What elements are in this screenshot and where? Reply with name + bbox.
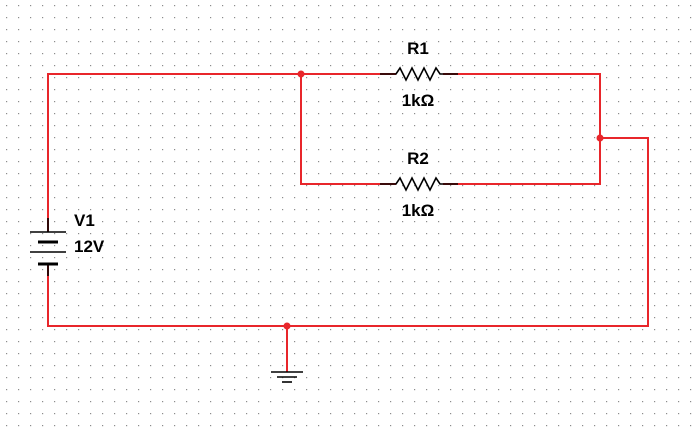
r1-value-label: 1kΩ: [402, 91, 435, 110]
r2-ref-label: R2: [407, 149, 429, 168]
junctions: [283, 70, 604, 330]
v1-ref-label: V1: [74, 211, 95, 230]
resistor-r2[interactable]: R2 1kΩ: [380, 149, 458, 220]
junction-dot[interactable]: [297, 70, 305, 78]
battery-icon: [30, 218, 66, 276]
v1-value-label: 12V: [74, 237, 105, 256]
ground-icon: [271, 371, 303, 383]
resistor-icon: [380, 66, 458, 82]
wire-top-left[interactable]: [47, 73, 396, 232]
grid-dots: [6, 5, 692, 427]
resistor-r1[interactable]: R1 1kΩ: [380, 39, 458, 110]
junction-dot[interactable]: [283, 322, 291, 330]
r1-ref-label: R1: [407, 39, 429, 58]
wire-right-loop[interactable]: [47, 137, 649, 327]
battery-v1[interactable]: V1 12V: [30, 211, 105, 276]
junction-dot[interactable]: [596, 134, 604, 142]
wire-r1-right[interactable]: [443, 73, 601, 185]
ground-symbol[interactable]: [271, 371, 303, 383]
r2-value-label: 1kΩ: [402, 201, 435, 220]
wires: [47, 73, 649, 372]
resistor-icon: [380, 176, 458, 192]
wire-r2-left[interactable]: [300, 74, 396, 185]
